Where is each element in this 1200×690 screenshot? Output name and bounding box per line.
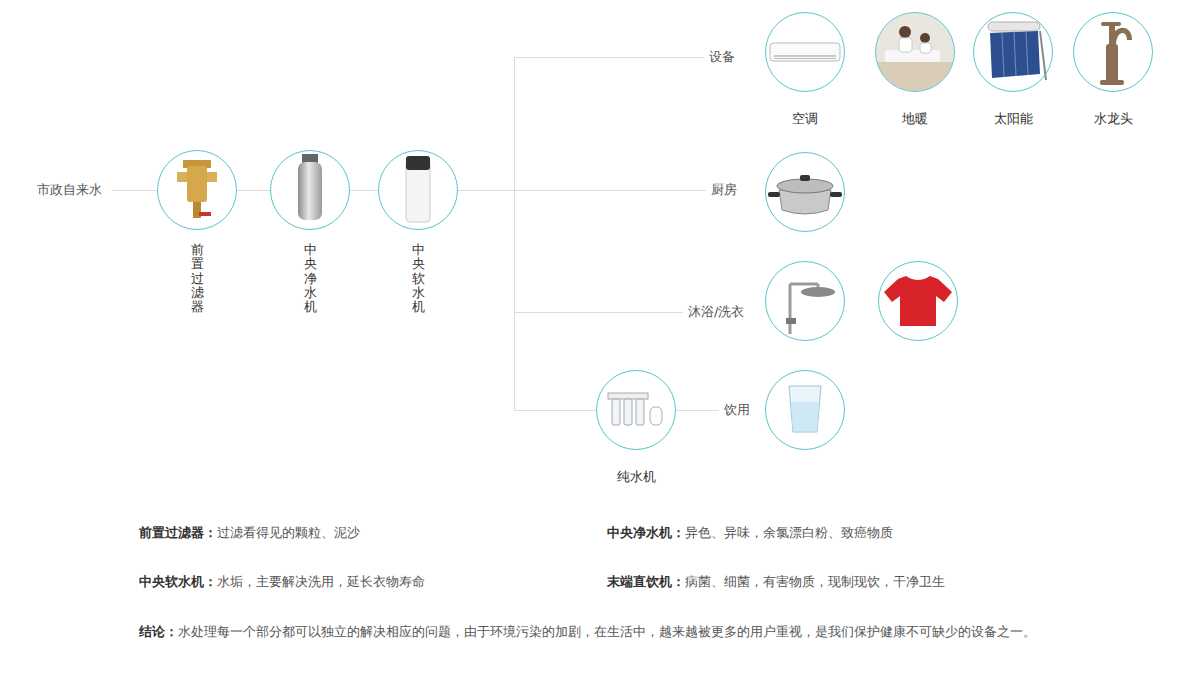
prefilter-icon bbox=[177, 160, 217, 218]
node-caption: 空调 bbox=[792, 110, 818, 128]
handle bbox=[199, 212, 211, 216]
circle-node: 中央净水机 bbox=[270, 150, 350, 230]
note-text: 异色、异味，余氯漂白粉、致癌物质 bbox=[685, 524, 893, 542]
ac-icon bbox=[770, 43, 840, 61]
circle-node: 太阳能 bbox=[973, 12, 1053, 92]
circle-node: 中央软水机 bbox=[378, 150, 458, 230]
note-heading: 结论： bbox=[139, 623, 178, 641]
stem bbox=[1109, 26, 1115, 44]
branch-line bbox=[514, 190, 706, 191]
filter bbox=[636, 399, 644, 425]
node-caption: 纯水机 bbox=[617, 468, 656, 486]
bracket bbox=[608, 393, 648, 399]
tank bbox=[650, 407, 662, 425]
note-text: 水垢，主要解决洗用，延长衣物寿命 bbox=[217, 573, 425, 591]
person bbox=[899, 26, 911, 38]
floor-heating-icon bbox=[875, 12, 955, 92]
arm bbox=[790, 283, 818, 286]
node-caption: 中央净水机 bbox=[304, 243, 317, 314]
node-caption: 前置过滤器 bbox=[191, 243, 204, 314]
filter bbox=[624, 399, 632, 425]
faucet-icon bbox=[1100, 22, 1132, 85]
circle-node: 前置过滤器 bbox=[157, 150, 237, 230]
branch-label: 沐浴/洗衣 bbox=[688, 303, 744, 321]
lever bbox=[1101, 22, 1121, 26]
node-caption: 地暖 bbox=[902, 110, 928, 128]
lid bbox=[777, 179, 833, 193]
note-text: 水处理每一个部分都可以独立的解决相应的问题，由于环境污染的加剧，在生活中，越来越… bbox=[178, 623, 1036, 641]
note-text: 过滤看得见的颗粒、泥沙 bbox=[217, 524, 360, 542]
floor bbox=[875, 62, 955, 92]
handle bbox=[830, 192, 842, 197]
solar-icon bbox=[988, 22, 1046, 80]
glass bbox=[789, 386, 821, 432]
body bbox=[770, 43, 840, 61]
flow-lines bbox=[112, 57, 719, 411]
panel-line bbox=[1002, 33, 1004, 77]
branch-label: 设备 bbox=[709, 48, 735, 66]
handle bbox=[768, 192, 780, 197]
panel bbox=[990, 31, 1040, 78]
ro-machine-icon bbox=[608, 393, 662, 425]
pipe bbox=[789, 284, 792, 334]
flow-connector bbox=[458, 191, 596, 411]
person bbox=[920, 33, 930, 43]
panel-line bbox=[1026, 32, 1028, 75]
valve bbox=[786, 318, 796, 324]
circle-node: 纯水机 bbox=[596, 370, 676, 450]
filter bbox=[612, 399, 620, 425]
body bbox=[1106, 44, 1118, 82]
rug bbox=[885, 50, 940, 62]
circle-node: 空调 bbox=[765, 12, 845, 92]
flow-connector bbox=[350, 190, 378, 191]
panel-line bbox=[1014, 32, 1016, 76]
note-heading: 前置过滤器： bbox=[139, 524, 217, 542]
shower-icon bbox=[786, 284, 835, 334]
icon-circle bbox=[879, 262, 958, 341]
grille bbox=[774, 58, 836, 59]
note-heading: 中央软水机： bbox=[139, 573, 217, 591]
body bbox=[187, 166, 207, 202]
branch-label: 厨房 bbox=[711, 181, 737, 199]
shower-head bbox=[801, 287, 835, 297]
note-heading: 中央净水机： bbox=[607, 524, 685, 542]
node-caption: 太阳能 bbox=[994, 110, 1033, 128]
tank bbox=[298, 162, 322, 220]
branch-line bbox=[676, 410, 719, 411]
note-text: 病菌、细菌，有害物质，现制现饮，干净卫生 bbox=[685, 573, 945, 591]
branch-line bbox=[514, 57, 704, 58]
room bbox=[875, 12, 955, 92]
grille bbox=[774, 56, 836, 57]
node-caption: 水龙头 bbox=[1094, 110, 1133, 128]
branch-line bbox=[514, 312, 683, 313]
stand bbox=[1040, 31, 1046, 80]
note-heading: 末端直饮机： bbox=[607, 573, 685, 591]
icon-circle bbox=[766, 153, 845, 232]
flow-line bbox=[112, 190, 157, 191]
person bbox=[899, 38, 912, 52]
water bbox=[791, 402, 819, 431]
icon-circle bbox=[766, 262, 845, 341]
circle-node: 水龙头 bbox=[1073, 12, 1153, 92]
cap bbox=[406, 156, 430, 170]
icon-circles bbox=[766, 153, 958, 450]
person bbox=[920, 43, 931, 53]
purifier-icon bbox=[298, 154, 322, 220]
node-caption: 中央软水机 bbox=[412, 243, 425, 314]
shirt-icon bbox=[884, 276, 952, 326]
pot-icon bbox=[768, 175, 842, 214]
tank bbox=[988, 22, 1040, 31]
branch-label: 饮用 bbox=[724, 401, 750, 419]
glass-icon bbox=[789, 386, 821, 432]
branch-label: 市政自来水 bbox=[37, 181, 102, 199]
circle-node: 地暖 bbox=[875, 12, 955, 92]
flow-connector bbox=[237, 190, 270, 191]
knob bbox=[800, 175, 810, 181]
icon-circle bbox=[766, 371, 845, 450]
base bbox=[1100, 80, 1124, 85]
softener-icon bbox=[406, 156, 430, 222]
pot-body bbox=[779, 190, 831, 214]
